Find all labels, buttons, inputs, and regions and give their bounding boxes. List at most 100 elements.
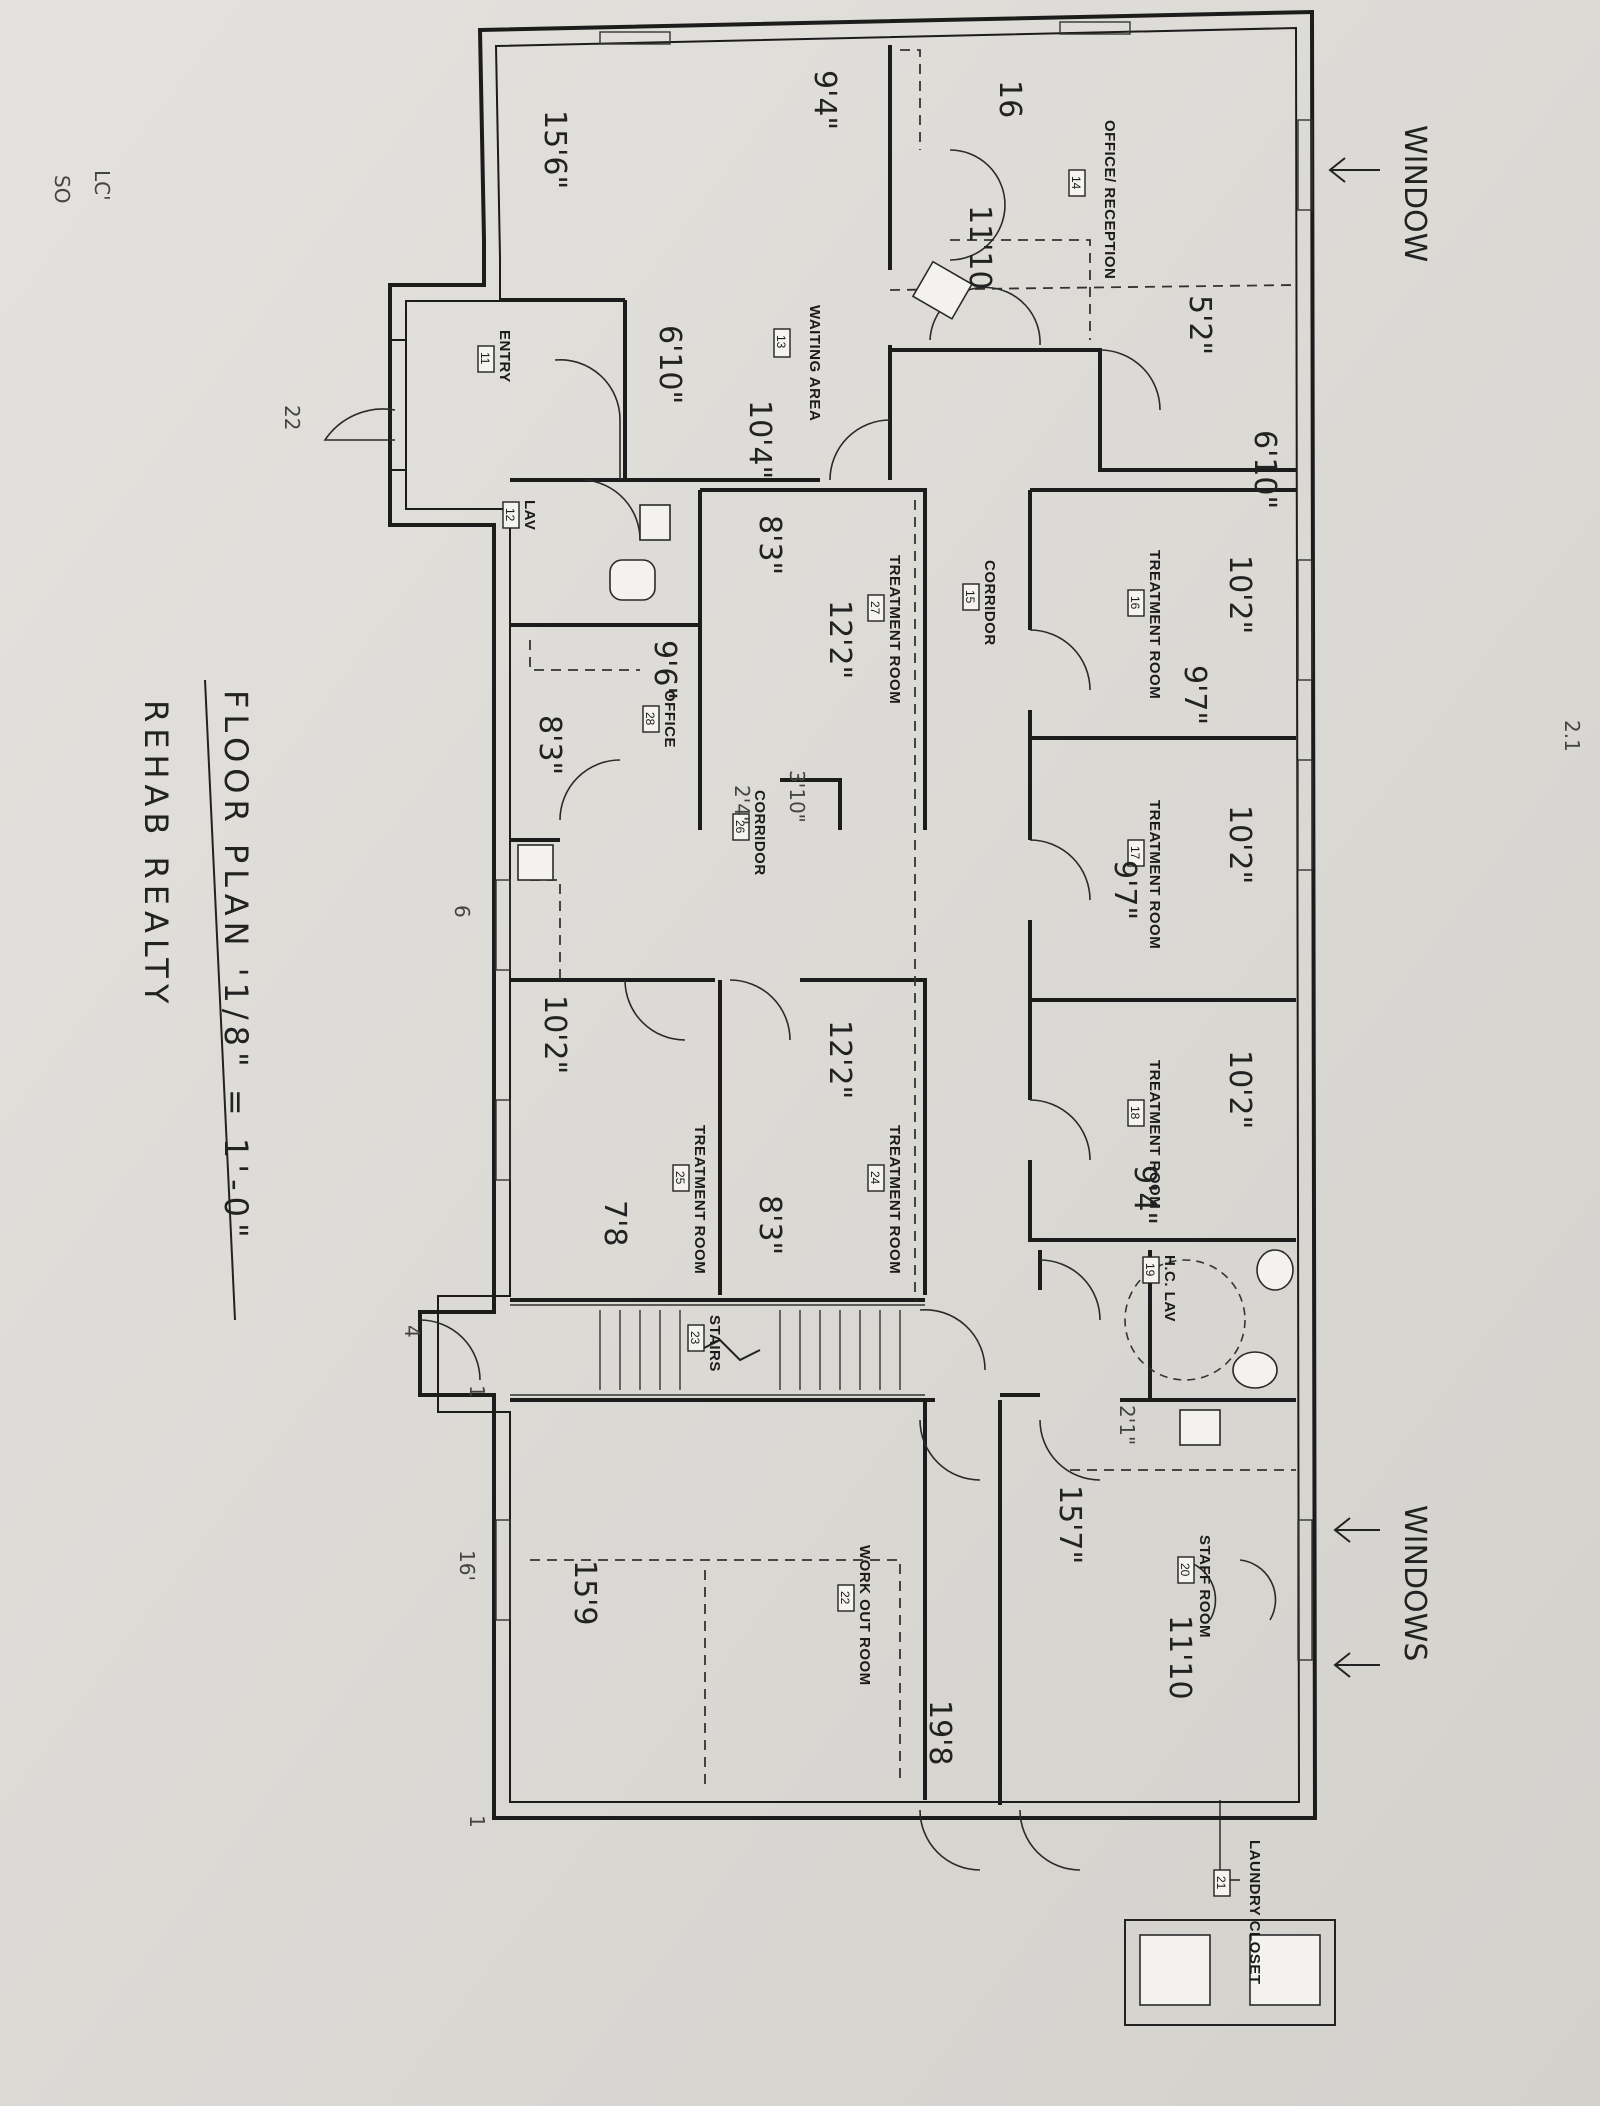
- dim-tr24-b: 8'3": [752, 1195, 787, 1255]
- margin-note: SO: [50, 175, 74, 203]
- door-swings: [323, 149, 1277, 1871]
- dim-waiting-a: 6'10": [652, 325, 687, 404]
- svg-text:18: 18: [1128, 1106, 1142, 1120]
- svg-text:TREATMENT ROOM: TREATMENT ROOM: [1146, 550, 1163, 699]
- room-corridor26: CORRIDOR 26: [732, 790, 768, 876]
- svg-text:TREATMENT ROOM: TREATMENT ROOM: [691, 1125, 708, 1274]
- svg-text:OFFICE/ RECEPTION: OFFICE/ RECEPTION: [1101, 120, 1118, 279]
- dim-corridor26-b: 2'4": [730, 785, 754, 825]
- svg-text:21: 21: [1214, 1876, 1228, 1890]
- hand-dimensions: 15'6" 9'4" 16 11'10 5'2" 6'10" 6'10" 10'…: [532, 70, 1282, 1766]
- plan-subtitle: REHAB REALTY: [137, 700, 175, 1009]
- dim-reception-c: 5'2": [1182, 295, 1217, 355]
- dim-workout-b: 19'8: [922, 1700, 957, 1766]
- room-hclav: H.C. LAV 19: [1142, 1255, 1178, 1322]
- room-waiting: WAITING AREA 13: [773, 305, 823, 421]
- svg-text:14: 14: [1069, 176, 1083, 190]
- svg-text:19: 19: [1143, 1263, 1157, 1277]
- room-office14: OFFICE/ RECEPTION 14: [1068, 120, 1118, 279]
- dim-staff-b: 11'10: [1162, 1615, 1197, 1700]
- svg-text:TREATMENT ROOM: TREATMENT ROOM: [1146, 1060, 1163, 1209]
- toilet-lav12: [609, 559, 656, 601]
- room-tr27: TREATMENT ROOM 27: [867, 555, 903, 704]
- svg-text:WAITING AREA: WAITING AREA: [806, 305, 823, 421]
- margin-note: 6: [450, 905, 474, 918]
- svg-text:27: 27: [868, 601, 882, 615]
- dim-waiting-b: 10'4": [742, 400, 777, 479]
- arrow-icon: [1333, 1652, 1380, 1678]
- dim-reception-b: 11'10: [962, 205, 997, 290]
- margin-notes: 2.1 22 6 4 16' 1 1 LC' SO: [50, 170, 1584, 1828]
- svg-text:CORRIDOR: CORRIDOR: [981, 560, 998, 646]
- dim-tr27-a: 8'3": [752, 515, 787, 575]
- laundry-frame: [1124, 1919, 1336, 2026]
- arrow-icon: [1328, 157, 1380, 183]
- dim-hclav-a: 2'1": [1115, 1405, 1139, 1445]
- dim-tr17-a: 10'2": [1222, 805, 1257, 884]
- svg-text:11: 11: [478, 352, 492, 365]
- svg-text:28: 28: [643, 712, 657, 726]
- svg-text:13: 13: [774, 335, 788, 349]
- sink-corridor: [517, 844, 554, 881]
- margin-note: LC': [90, 170, 114, 201]
- svg-text:17: 17: [1128, 846, 1142, 860]
- svg-text:CORRIDOR: CORRIDOR: [751, 790, 768, 876]
- washer: [1139, 1934, 1211, 2006]
- window-notes: WINDOW WINDOWS: [1328, 125, 1432, 1678]
- room-corridor15: CORRIDOR 15: [962, 560, 998, 646]
- fixtures: [517, 260, 1336, 2026]
- window-label-top: WINDOW: [1397, 125, 1432, 262]
- svg-text:TREATMENT ROOM: TREATMENT ROOM: [1146, 800, 1163, 949]
- svg-text:TREATMENT ROOM: TREATMENT ROOM: [886, 555, 903, 704]
- margin-note: 22: [280, 405, 304, 430]
- dim-tr25-b: 7'8: [597, 1200, 632, 1246]
- dim-office-b: 9'4": [807, 70, 842, 130]
- dryer: [1249, 1934, 1321, 2006]
- dim-workout-a: 15'9: [567, 1560, 602, 1626]
- window-strips: [495, 21, 1313, 1661]
- margin-note: 16': [455, 1550, 479, 1581]
- svg-text:OFFICE: OFFICE: [661, 690, 678, 748]
- svg-text:26: 26: [733, 820, 747, 834]
- sink-hclav: [1256, 1249, 1294, 1291]
- window-label-bottom: WINDOWS: [1397, 1505, 1432, 1661]
- dim-tr24-a: 12'2": [822, 1020, 857, 1099]
- dim-tr16-a: 10'2": [1222, 555, 1257, 634]
- dim-staff-a: 15'7": [1052, 1485, 1087, 1564]
- dim-tr17-b: 9'7": [1107, 860, 1142, 920]
- building-plan: [323, 9, 1336, 2026]
- title-underline: [204, 679, 236, 1321]
- room-workout: WORK OUT ROOM 22: [837, 1545, 873, 1686]
- svg-text:LAV: LAV: [521, 500, 538, 530]
- exterior-wall: [388, 9, 1318, 1820]
- turning-circle-hclav: [1124, 1259, 1246, 1381]
- room-laundry: LAUNDRY CLOSET 21: [1213, 1840, 1263, 1985]
- svg-text:H.C. LAV: H.C. LAV: [1161, 1255, 1178, 1322]
- svg-text:TREATMENT ROOM: TREATMENT ROOM: [886, 1125, 903, 1274]
- dim-tr27-b: 12'2": [822, 600, 857, 679]
- margin-note: 1: [465, 1385, 489, 1398]
- svg-text:15: 15: [963, 590, 977, 604]
- room-tr24: TREATMENT ROOM 24: [867, 1125, 903, 1274]
- svg-text:23: 23: [688, 1331, 702, 1345]
- room-tr17: TREATMENT ROOM 17: [1127, 800, 1163, 949]
- plan-title: FLOOR PLAN '1/8" = 1'-0": [217, 690, 255, 1244]
- svg-text:ENTRY: ENTRY: [496, 330, 513, 383]
- page-number: 2.1: [1560, 720, 1584, 752]
- dim-tr16-b: 9'7": [1177, 665, 1212, 725]
- title-block: FLOOR PLAN '1/8" = 1'-0" REHAB REALTY: [137, 679, 255, 1321]
- margin-note: 4: [400, 1325, 424, 1338]
- room-labels: ENTRY 11 LAV 12 WAITING AREA 13 OFFICE/ …: [477, 120, 1263, 1985]
- svg-text:STAIRS: STAIRS: [706, 1315, 723, 1372]
- margin-note: 1: [465, 1815, 489, 1828]
- svg-text:25: 25: [673, 1171, 687, 1185]
- svg-text:16: 16: [1128, 596, 1142, 610]
- reception-desk: [911, 260, 974, 320]
- room-office28: OFFICE 28: [642, 690, 678, 748]
- exterior-wall-inner: [405, 26, 1301, 1803]
- room-tr16: TREATMENT ROOM 16: [1127, 550, 1163, 699]
- toilet-hclav: [1232, 1351, 1278, 1389]
- svg-text:LAUNDRY CLOSET: LAUNDRY CLOSET: [1246, 1840, 1263, 1985]
